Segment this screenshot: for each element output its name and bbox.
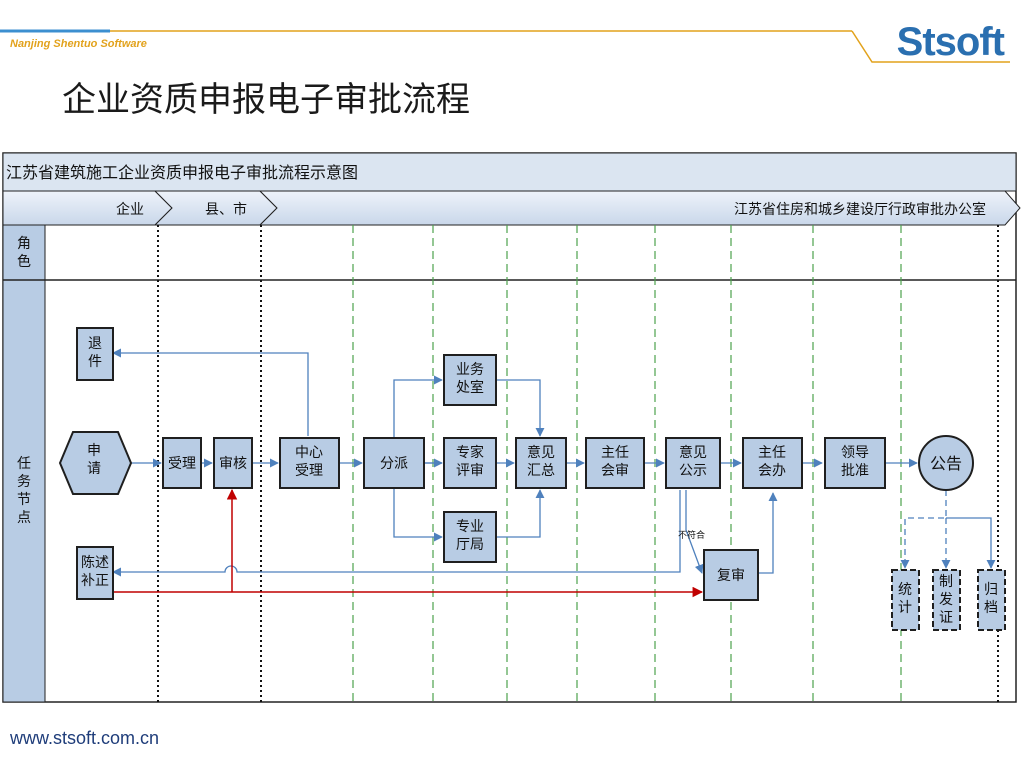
node-audit	[213, 437, 253, 489]
stsoft-logo: Stsoft	[896, 20, 1005, 64]
node-center	[279, 437, 340, 489]
node-director-review	[585, 437, 645, 489]
lane-enterprise	[2, 190, 173, 226]
website-url: www.stsoft.com.cn	[10, 728, 160, 748]
node-archive-label: 归档	[984, 581, 998, 616]
node-return-label: 退件	[88, 336, 102, 370]
row-label-tasks: 任务节点	[17, 456, 31, 526]
node-publicity-label: 意见公示	[679, 444, 707, 479]
node-summary-label: 意见汇总	[527, 444, 555, 479]
node-recheck-label: 复审	[717, 567, 745, 584]
header-rule	[0, 29, 1010, 63]
node-publicity	[665, 437, 721, 489]
node-dispatch	[363, 437, 425, 489]
not-match-label: 不符合	[678, 529, 705, 541]
node-accept	[162, 437, 202, 489]
diagram-title-bar	[2, 152, 1017, 192]
node-expert-label: 专家评审	[456, 444, 484, 479]
node-stats	[891, 569, 920, 631]
node-apply	[58, 431, 133, 495]
node-certify	[932, 569, 961, 631]
node-expert	[443, 437, 497, 489]
node-audit-label: 审核	[219, 456, 247, 472]
lane-label-county: 县、市	[205, 201, 247, 218]
node-director-do	[742, 437, 803, 489]
diagram-frame	[2, 152, 1017, 703]
node-bureau-label: 专业厅局	[456, 519, 484, 553]
node-leader	[824, 437, 886, 489]
red-connectors	[113, 488, 704, 598]
flowchart: 江苏省建筑施工企业资质申报电子审批流程示意图 企业 县、市 江苏省住房和城乡建设…	[2, 152, 1021, 703]
node-center-label: 中心受理	[295, 445, 323, 479]
node-director-review-label: 主任会审	[601, 445, 629, 479]
node-archive	[977, 569, 1006, 631]
node-recheck	[703, 549, 759, 601]
node-business-label: 业务处室	[456, 362, 484, 396]
node-summary	[515, 437, 567, 489]
node-bureau	[443, 511, 497, 563]
node-dispatch-label: 分派	[380, 456, 408, 472]
node-director-do-label: 主任会办	[758, 445, 786, 479]
diagram-title: 江苏省建筑施工企业资质申报电子审批流程示意图	[6, 163, 358, 182]
node-stats-label: 统计	[898, 582, 912, 616]
node-statement	[76, 546, 114, 600]
row-label-column	[2, 224, 46, 703]
node-apply-label: 申请	[87, 443, 101, 477]
node-accept-label: 受理	[168, 456, 196, 472]
node-statement-label: 陈述补正	[81, 554, 109, 589]
lane-label-enterprise: 企业	[116, 201, 144, 218]
lane-province	[258, 190, 1021, 226]
node-announce-label: 公告	[930, 454, 962, 473]
slide-title: 企业资质申报电子审批流程	[62, 80, 470, 120]
node-leader-label: 领导批准	[841, 445, 869, 479]
node-certify-label: 制发证	[939, 574, 953, 626]
node-announce	[918, 435, 974, 491]
lane-label-province: 江苏省住房和城乡建设厅行政审批办公室	[734, 201, 986, 218]
node-business	[443, 354, 497, 406]
company-name: Nanjing Shentuo Software	[10, 38, 147, 50]
row-label-role: 角色	[17, 236, 31, 270]
node-return	[76, 327, 114, 381]
